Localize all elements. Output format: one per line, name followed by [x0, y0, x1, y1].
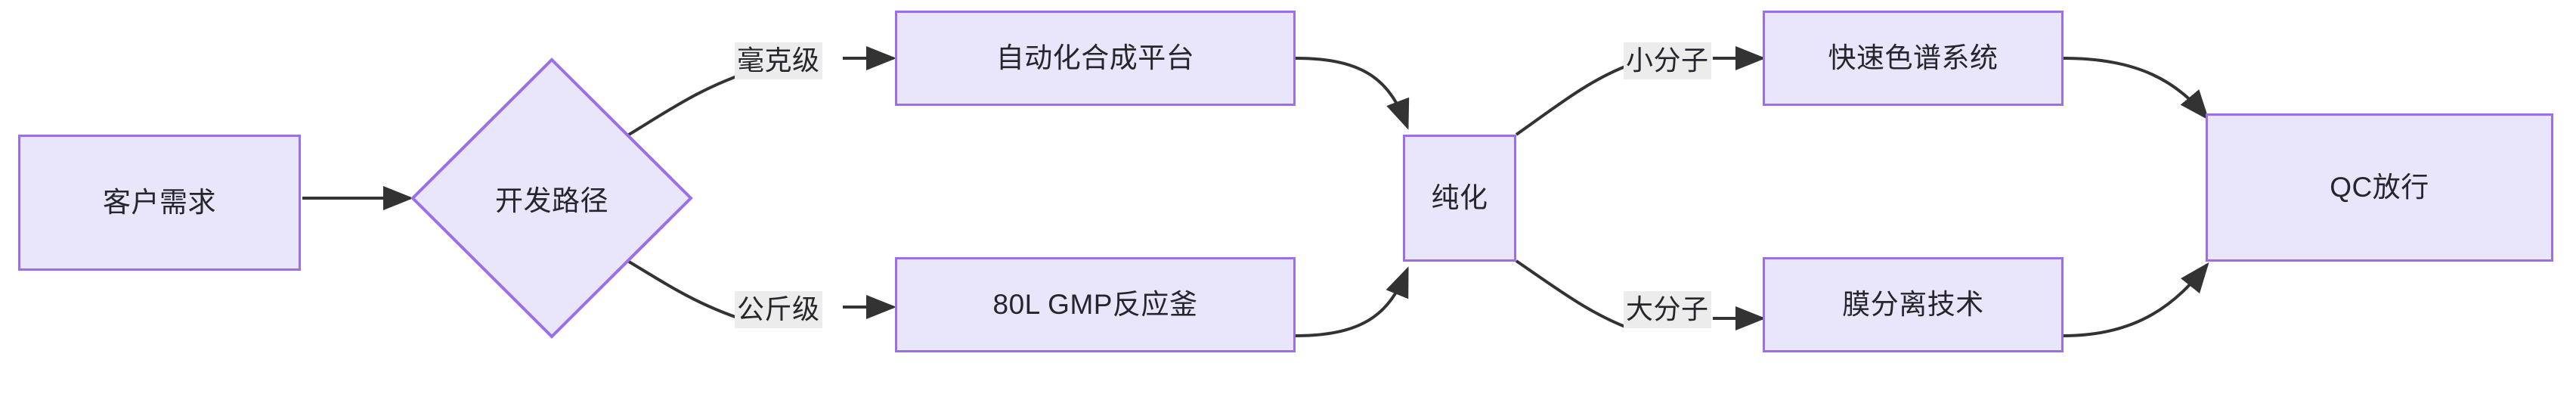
node-automated-synthesis-platform-label: 自动化合成平台	[995, 42, 1195, 73]
node-development-path[interactable]: 开发路径	[410, 57, 693, 339]
edge-label-mg-scale: 毫克级	[735, 42, 822, 79]
node-gmp-reactor-label: 80L GMP反应釜	[992, 288, 1198, 320]
node-development-path-label: 开发路径	[495, 185, 608, 216]
edge-gmp-reactor-to-purify	[1295, 266, 1409, 337]
edge-label-kg-scale: 公斤级	[735, 291, 822, 328]
node-gmp-reactor[interactable]: 80L GMP反应釜	[895, 257, 1296, 352]
node-purification-label: 纯化	[1431, 181, 1488, 213]
edge-label-small-molecule: 小分子	[1624, 42, 1711, 79]
edge-label-large-molecule: 大分子	[1624, 291, 1711, 328]
node-customer-requirement-label: 客户需求	[103, 186, 216, 218]
node-flash-chromatography-system[interactable]: 快速色谱系统	[1763, 11, 2064, 106]
node-membrane-separation[interactable]: 膜分离技术	[1763, 257, 2064, 352]
edge-membrane-to-qc	[2063, 262, 2209, 337]
node-qc-release[interactable]: QC放行	[2206, 113, 2553, 262]
edge-chromatography-to-qc	[2063, 57, 2209, 121]
edge-purify-to-chromatography	[1515, 65, 1626, 136]
edge-auto-synth-to-purify	[1295, 57, 1410, 130]
node-membrane-separation-label: 膜分离技术	[1842, 288, 1984, 320]
diamond-shape	[410, 57, 693, 339]
node-qc-release-label: QC放行	[2330, 171, 2429, 203]
node-purification[interactable]: 纯化	[1403, 135, 1516, 262]
node-flash-chromatography-system-label: 快速色谱系统	[1828, 42, 1999, 73]
node-automated-synthesis-platform[interactable]: 自动化合成平台	[895, 11, 1296, 106]
edge-purify-to-membrane	[1515, 259, 1626, 328]
node-customer-requirement[interactable]: 客户需求	[18, 135, 301, 271]
